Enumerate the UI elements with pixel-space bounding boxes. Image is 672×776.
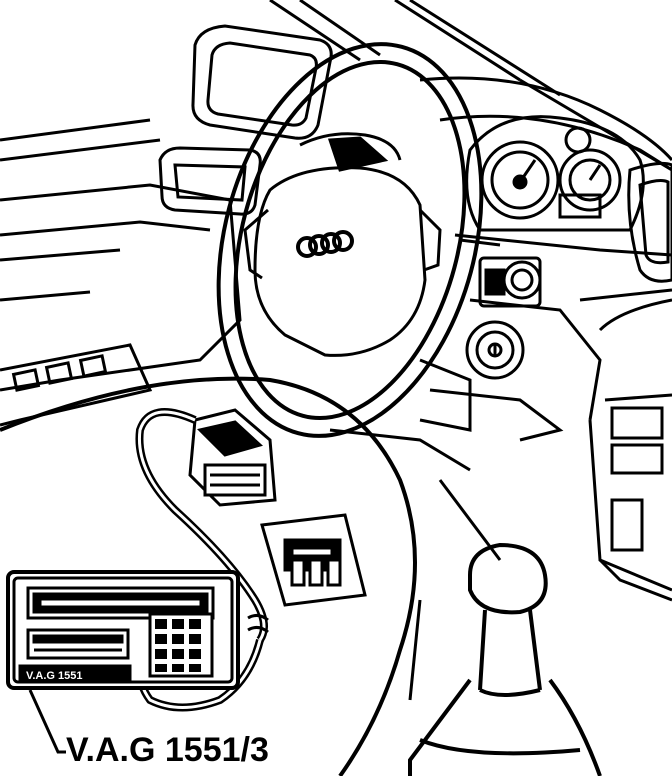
audi-rings-logo: [296, 230, 354, 258]
diagnostic-socket: [260, 513, 367, 607]
lower-trim: [329, 428, 502, 701]
tool-callout-label: V.A.G 1551/3: [66, 731, 269, 769]
airbag-hub: [243, 132, 442, 357]
vag-tester-device: [6, 570, 240, 690]
gear-shifter: [408, 542, 602, 776]
window-switches: [0, 343, 153, 427]
side-mirror: [191, 24, 333, 140]
cable-break-mark: [247, 613, 269, 634]
light-switch: [478, 256, 542, 308]
center-console: [588, 298, 672, 602]
ignition-lock: [465, 320, 525, 380]
label-leader-line: [28, 689, 66, 754]
door-panel: [0, 146, 262, 392]
diagnostic-plug: [188, 408, 277, 507]
tester-panel-text: V.A.G 1551: [26, 670, 82, 682]
steering-wheel: [216, 42, 484, 438]
zoom-inset-outline: [0, 376, 417, 776]
dash-vents: [627, 161, 672, 283]
steering-column: [419, 238, 564, 442]
instrument-cluster: [465, 115, 645, 232]
